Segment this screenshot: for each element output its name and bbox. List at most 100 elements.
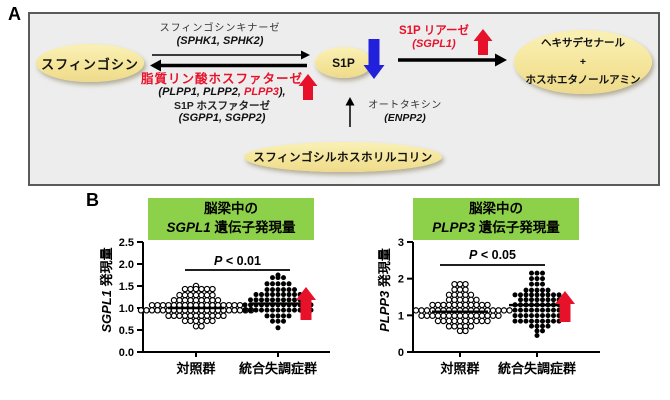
data-point-open: [423, 312, 431, 319]
data-point-filled: [556, 292, 562, 298]
data-point-filled: [529, 307, 534, 313]
data-point-open: [203, 312, 211, 320]
chart-plpp3-title: 脳梁中の PLPP3 遺伝子発現量: [413, 198, 579, 240]
data-point-filled: [275, 281, 281, 287]
data-point-filled: [281, 287, 286, 293]
data-point-open: [467, 317, 475, 325]
data-point-open: [484, 312, 491, 319]
data-point-open: [418, 307, 425, 314]
data-point-filled: [534, 287, 540, 293]
data-point-filled: [292, 287, 297, 293]
data-point-filled: [281, 313, 286, 319]
data-point-filled: [270, 297, 275, 303]
data-point-filled: [551, 292, 556, 298]
data-point-filled: [253, 292, 259, 298]
data-point-filled: [540, 297, 545, 303]
data-point-filled: [286, 287, 292, 293]
data-point-filled: [275, 292, 281, 298]
node-sphingosine-label: スフィンゴシン: [41, 56, 139, 72]
y-tick-label: 0.0: [119, 347, 134, 359]
data-point-filled: [253, 297, 259, 303]
product-plus: +: [579, 55, 587, 68]
red-up-arrow-icon: [555, 291, 575, 322]
data-point-open: [198, 323, 205, 330]
y-tick-label: 2.0: [119, 259, 134, 271]
data-point-open: [456, 317, 464, 325]
data-point-open: [467, 301, 475, 309]
red-up-arrow-icon: [296, 287, 316, 320]
data-point-open: [225, 307, 233, 314]
data-point-open: [159, 301, 167, 309]
enpp2-gene: (ENPP2): [384, 111, 426, 124]
data-point-filled: [512, 292, 518, 298]
data-point-filled: [534, 323, 540, 329]
y-tick-label: 2: [398, 274, 404, 286]
data-point-filled: [551, 307, 556, 313]
data-point-open: [418, 312, 425, 319]
data-point-open: [181, 291, 189, 299]
data-point-filled: [540, 318, 545, 324]
data-point-filled: [270, 318, 275, 324]
data-point-open: [462, 280, 469, 288]
data-point-filled: [270, 281, 275, 287]
data-point-filled: [281, 292, 286, 298]
data-point-open: [209, 291, 216, 299]
data-point-filled: [275, 297, 281, 303]
data-point-open: [500, 307, 508, 314]
data-point-filled: [529, 297, 534, 303]
data-point-open: [187, 312, 194, 320]
data-point-filled: [551, 318, 556, 324]
data-point-filled: [286, 313, 292, 319]
data-point-open: [467, 312, 475, 319]
data-point-filled: [540, 276, 545, 282]
data-point-open: [192, 312, 200, 320]
data-point-open: [203, 317, 211, 325]
data-point-filled: [529, 281, 534, 287]
data-point-filled: [523, 313, 529, 319]
data-point-open: [236, 301, 244, 309]
plpp-genes-post: ),: [278, 86, 286, 99]
chart-plpp3-plot: 0123対照群統合失調症群P < 0.05: [398, 237, 600, 376]
lyase-label-block: S1P リアーゼ (SGPL1): [384, 25, 484, 51]
data-point-filled: [523, 297, 529, 303]
category-label: 対照群: [175, 361, 215, 376]
data-point-open: [495, 312, 502, 319]
data-point-open: [434, 312, 442, 319]
data-point-filled: [275, 325, 281, 331]
data-point-open: [203, 291, 211, 299]
data-point-open: [154, 301, 161, 309]
arrow-lyase-thick-icon: [398, 53, 507, 67]
data-point-open: [187, 291, 194, 299]
panel-a-box: スフィンゴシン S1P ヘキサデセナール + ホスホエタノールアミン スフィンゴ…: [28, 12, 660, 186]
data-point-open: [192, 317, 200, 325]
data-point-filled: [545, 307, 551, 313]
data-point-filled: [534, 313, 540, 319]
data-point-filled: [534, 318, 540, 324]
data-point-filled: [264, 292, 270, 298]
data-point-filled: [264, 297, 270, 303]
data-point-filled: [275, 275, 281, 281]
data-point-filled: [264, 307, 270, 313]
data-point-filled: [264, 281, 270, 287]
data-point-filled: [545, 292, 551, 298]
data-point-filled: [551, 297, 556, 303]
y-tick-label: 1.0: [119, 303, 134, 315]
data-point-filled: [518, 318, 523, 324]
data-point-open: [187, 317, 194, 325]
data-point-open: [176, 291, 183, 299]
autotaxin-label: オートタキシン: [368, 100, 442, 111]
data-point-open: [236, 307, 244, 314]
data-point-open: [440, 317, 447, 325]
data-point-open: [445, 317, 453, 325]
data-point-filled: [540, 323, 545, 329]
data-point-open: [148, 301, 156, 309]
data-point-filled: [534, 307, 540, 313]
data-point-open: [181, 285, 189, 293]
data-point-filled: [242, 302, 248, 308]
product-line1: ヘキサデセナール: [541, 37, 625, 50]
plpp-genes-pre: (PLPP1, PLPP2,: [158, 86, 244, 99]
node-sphingosylphosphorylcholine: スフィンゴシルホスホリルコリン: [244, 142, 442, 172]
node-spc-label: スフィンゴシルホスホリルコリン: [253, 152, 433, 164]
data-point-open: [231, 307, 238, 314]
